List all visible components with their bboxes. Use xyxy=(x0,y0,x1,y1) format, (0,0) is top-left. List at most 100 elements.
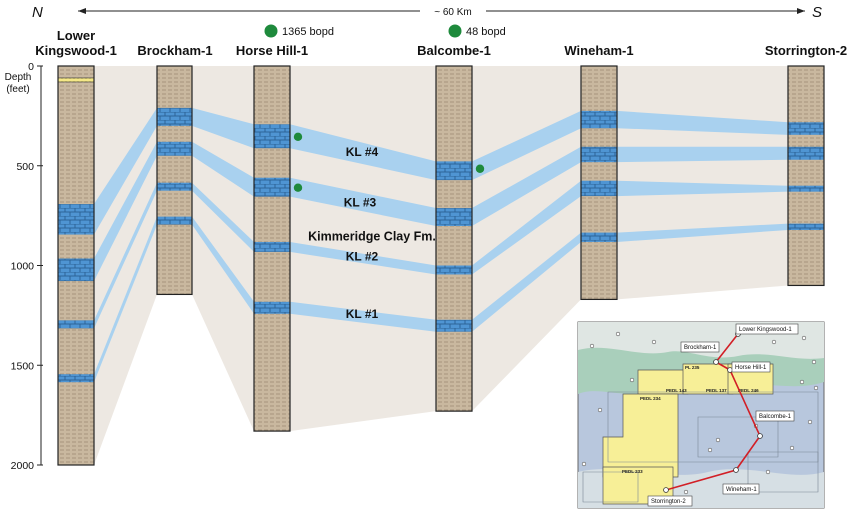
licence-label: PEDL 137 xyxy=(706,388,727,393)
oil-show-dot-icon xyxy=(475,164,485,173)
depth-tick-label: 2000 xyxy=(11,460,35,472)
licence-label: PEDL 246 xyxy=(738,388,759,393)
correlation-band xyxy=(192,107,254,149)
distance-arrow-left-head xyxy=(78,8,86,14)
map-label-balcombe: Balcombe-1 xyxy=(759,414,792,420)
correlation-band xyxy=(94,216,157,383)
correlation-band xyxy=(472,180,581,275)
licence-label: PEDL 233 xyxy=(622,469,643,474)
well-column-outline xyxy=(57,65,95,466)
limestone-interval xyxy=(157,182,192,191)
well-label: Storrington-2 xyxy=(765,43,847,58)
map-label-wineham: Wineham-1 xyxy=(726,487,757,493)
layer-label: KL #4 xyxy=(346,145,379,159)
map-label-lower-kingswood: Lower Kingswood-1 xyxy=(739,327,792,333)
layer-label: KL #2 xyxy=(346,250,379,264)
correlation-band xyxy=(290,301,436,332)
well-label: Balcombe-1 xyxy=(417,43,491,58)
distance-arrow-right-head xyxy=(797,8,805,14)
well-column-outline xyxy=(253,65,291,432)
limestone-interval xyxy=(157,216,192,225)
correlation-band xyxy=(192,182,254,252)
correlation-band xyxy=(290,241,436,275)
limestone-interval xyxy=(436,265,472,275)
layer-label: Kimmeridge Clay Fm. xyxy=(308,230,436,244)
correlation-band xyxy=(472,146,581,226)
well-column-outline xyxy=(435,65,473,412)
well-columns xyxy=(57,65,825,466)
licence-label: PEDL 234 xyxy=(640,396,661,401)
depth-tick-label: 1500 xyxy=(11,360,35,372)
limestone-interval xyxy=(157,141,192,156)
layer-labels: KL #4 KL #3 Kimmeridge Clay Fm. KL #2 KL #1 xyxy=(308,145,436,321)
inset-map-licence-labels: PL 235 PEDL 143 PEDL 137 PEDL 246 PEDL 2… xyxy=(622,365,759,474)
well-label: Horse Hill-1 xyxy=(236,43,308,58)
limestone-interval xyxy=(436,161,472,181)
header: N S ~ 60 Km xyxy=(32,4,822,21)
limestone-interval xyxy=(254,301,290,314)
production-label-balcombe: 48 bopd xyxy=(466,26,506,38)
depth-tick-label: 0 xyxy=(28,61,34,73)
correlation-band xyxy=(617,110,788,135)
shale-interval xyxy=(157,66,192,295)
inset-map-well-callouts: Lower Kingswood-1 Brockham-1 Horse Hill-… xyxy=(647,323,799,507)
correlation-band xyxy=(617,223,788,242)
correlation-band xyxy=(617,180,788,197)
inset-map-other-wells xyxy=(581,331,819,495)
correlation-band xyxy=(472,232,581,332)
limestone-interval xyxy=(788,146,824,160)
well-column-brockham xyxy=(156,65,193,296)
oil-shows xyxy=(293,132,485,192)
limestone-interval xyxy=(788,223,824,230)
sandstone-interval xyxy=(57,77,95,83)
limestone-interval xyxy=(58,374,94,383)
depth-axis-label: Depth xyxy=(5,72,32,83)
limestone-interval xyxy=(58,204,94,235)
licence-label: PL 235 xyxy=(685,365,700,370)
correlation-band xyxy=(617,146,788,163)
correlation-bands xyxy=(94,107,788,383)
depth-tick-label: 1000 xyxy=(11,261,35,273)
limestone-interval xyxy=(581,180,617,197)
map-label-horse-hill: Horse Hill-1 xyxy=(735,365,767,371)
well-column-wineham xyxy=(580,65,618,301)
well-label: Wineham-1 xyxy=(564,43,633,58)
layer-label: KL #1 xyxy=(346,307,379,321)
limestone-interval xyxy=(157,107,192,126)
layer-label: KL #3 xyxy=(344,196,377,210)
inset-map-section-line xyxy=(665,333,761,491)
depth-tick-label: 500 xyxy=(16,161,34,173)
correlation-band xyxy=(192,216,254,314)
well-column-outline xyxy=(787,65,825,287)
limestone-interval xyxy=(581,110,617,129)
correlation-band xyxy=(290,177,436,226)
production-legend: 1365 bopd 48 bopd xyxy=(264,24,506,38)
correlation-band xyxy=(290,124,436,181)
well-column-horse-hill xyxy=(253,65,291,432)
oil-dot-icon xyxy=(448,24,462,38)
oil-show-dot-icon xyxy=(293,132,303,142)
limestone-interval xyxy=(581,232,617,242)
distance-label: ~ 60 Km xyxy=(434,7,472,18)
well-label: Brockham-1 xyxy=(137,43,212,58)
well-column-storrington xyxy=(787,65,825,287)
licence-label: PEDL 143 xyxy=(666,388,687,393)
limestone-interval xyxy=(254,241,290,252)
north-label: N xyxy=(32,4,43,21)
limestone-interval xyxy=(788,185,824,192)
correlation-band xyxy=(94,141,157,282)
correlation-band xyxy=(94,182,157,329)
shale-interval xyxy=(436,66,472,412)
map-label-storrington: Storrington-2 xyxy=(651,499,686,505)
well-column-outline xyxy=(580,65,618,301)
production-label-horse-hill: 1365 bopd xyxy=(282,26,334,38)
correlation-band xyxy=(94,107,157,235)
shale-interval xyxy=(788,66,824,286)
correlation-band xyxy=(192,141,254,197)
well-label-line1: Lower xyxy=(57,28,95,43)
limestone-interval xyxy=(436,208,472,226)
